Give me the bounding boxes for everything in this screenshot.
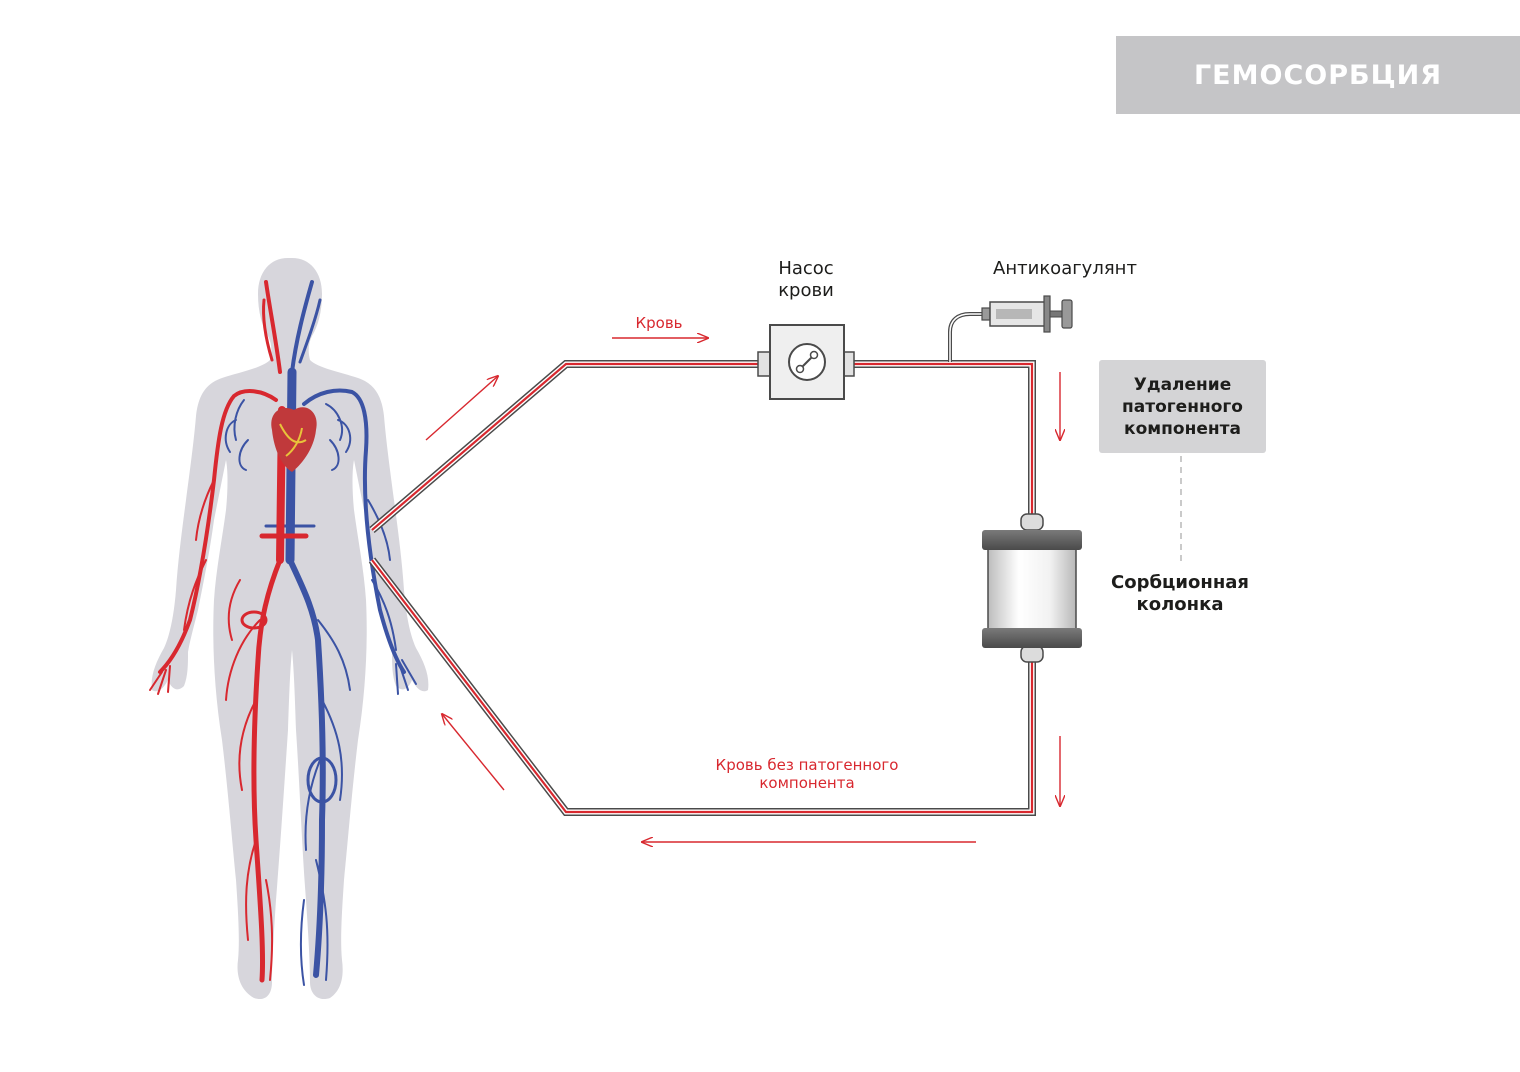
blood-in-label: Кровь	[635, 314, 683, 332]
removal-callout: Удаление патогенного компонента	[1099, 360, 1266, 453]
tube-blood	[371, 362, 1034, 814]
removal-label: Удаление патогенного компонента	[1122, 374, 1243, 439]
arrow-up-from-body	[425, 376, 498, 441]
pump-label: Насос крови	[778, 258, 834, 301]
blood-pump	[757, 324, 855, 400]
flow-arrows	[425, 338, 1060, 842]
human-figure	[149, 258, 429, 1000]
arrow-return-to-body	[442, 714, 505, 791]
tubing-circuit	[368, 360, 1036, 816]
title-banner: ГЕМОСОРБЦИЯ	[1116, 36, 1520, 114]
sorption-column	[982, 513, 1082, 663]
diagram-title: ГЕМОСОРБЦИЯ	[1193, 59, 1443, 91]
heart	[271, 407, 317, 472]
veins	[224, 280, 417, 986]
anticoagulant-syringe	[948, 295, 1073, 362]
tube-inner	[370, 361, 1035, 815]
blood-out-label: Кровь без патогенного компонента	[715, 756, 899, 792]
body-silhouette	[151, 258, 429, 1000]
anticoagulant-label: Антикоагулянт	[993, 258, 1137, 279]
tube-outer	[368, 360, 1036, 816]
column-label: Сорбционная колонка	[1111, 572, 1249, 615]
